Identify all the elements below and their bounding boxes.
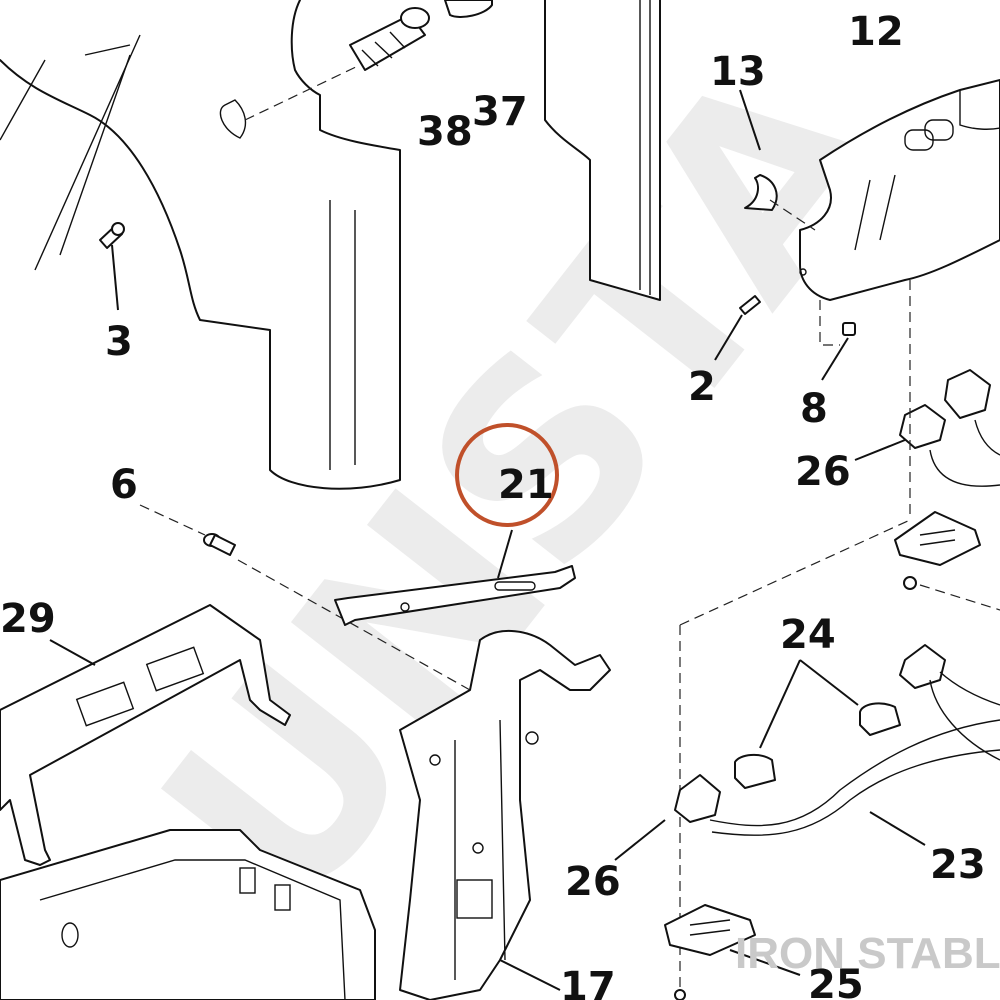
screw-3 bbox=[99, 222, 125, 249]
leader-line bbox=[821, 337, 849, 381]
leader-line bbox=[614, 819, 666, 861]
callout-3: 3 bbox=[105, 319, 133, 365]
leader-dash bbox=[139, 504, 206, 536]
wiring-harness-23 bbox=[709, 671, 1000, 836]
leader-line bbox=[739, 89, 761, 151]
mounting-bracket-17 bbox=[399, 629, 611, 1000]
callout-25: 25 bbox=[808, 962, 864, 1000]
leader-line bbox=[497, 529, 513, 579]
bracket-strap-21 bbox=[334, 565, 576, 626]
leader-dash bbox=[769, 199, 816, 231]
screw-lower bbox=[674, 989, 686, 1000]
leader-line bbox=[729, 949, 801, 976]
bolt-6 bbox=[203, 533, 236, 556]
nut-8 bbox=[842, 322, 856, 336]
leader-dash bbox=[237, 559, 471, 691]
callout-6: 6 bbox=[110, 462, 138, 508]
switch-cap-24b bbox=[734, 754, 776, 789]
leader-dash bbox=[679, 519, 911, 626]
battery-cover-panel bbox=[544, 0, 661, 301]
callout-21: 21 bbox=[498, 462, 554, 508]
callout-23: 23 bbox=[930, 842, 986, 888]
instrument-housing bbox=[799, 79, 1000, 301]
callout-8: 8 bbox=[800, 386, 828, 432]
screw-upper-right bbox=[903, 576, 917, 590]
mount-plate-upper bbox=[894, 511, 981, 566]
trim-clip-13 bbox=[744, 174, 778, 211]
callout-24: 24 bbox=[780, 612, 836, 658]
callout-29: 29 bbox=[0, 596, 56, 642]
switch-cap-24a bbox=[859, 702, 901, 736]
callout-38: 38 bbox=[417, 109, 473, 155]
leader-line bbox=[714, 314, 743, 361]
callout-12: 12 bbox=[848, 9, 904, 55]
brand-watermark: IRON STABLE bbox=[735, 929, 1000, 978]
leader-line bbox=[759, 659, 801, 749]
leader-line bbox=[854, 439, 906, 461]
switch-26-lower bbox=[674, 644, 946, 823]
leader-line bbox=[799, 659, 859, 706]
leader-line bbox=[869, 811, 926, 846]
callout-13: 13 bbox=[710, 49, 766, 95]
leader-line bbox=[499, 959, 561, 991]
frame-tray-29 bbox=[0, 604, 376, 1000]
callout-17: 17 bbox=[560, 964, 616, 1000]
leader-dash bbox=[919, 584, 1000, 611]
callout-26-lower: 26 bbox=[565, 859, 621, 905]
callout-37: 37 bbox=[472, 89, 528, 135]
screw-2 bbox=[739, 295, 761, 315]
leader-line bbox=[111, 244, 119, 311]
highlight-ring bbox=[455, 423, 559, 527]
callout-2: 2 bbox=[688, 364, 716, 410]
mount-plate-lower bbox=[664, 904, 756, 956]
leader-dash bbox=[244, 64, 361, 121]
callout-26-upper: 26 bbox=[795, 449, 851, 495]
side-cover-panel bbox=[0, 0, 401, 490]
lighter-plug bbox=[444, 0, 493, 18]
switch-26-upper bbox=[899, 369, 1000, 487]
leader-line bbox=[49, 639, 96, 666]
lighter-socket bbox=[349, 7, 430, 71]
